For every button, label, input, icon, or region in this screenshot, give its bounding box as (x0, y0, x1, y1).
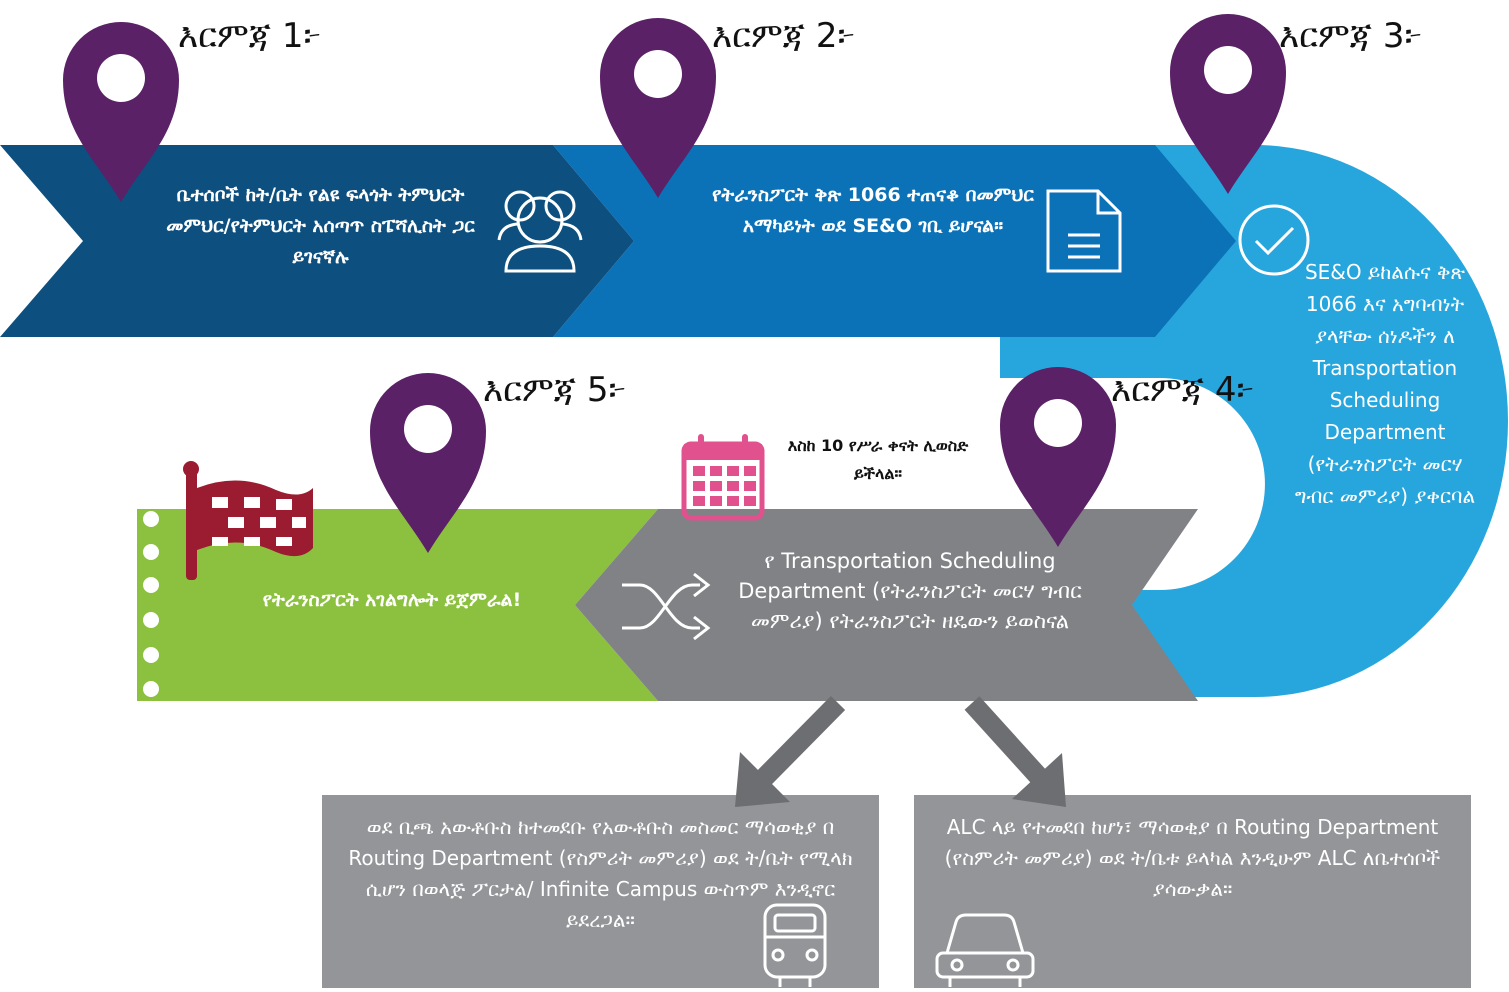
timeframe-text: እስከ 10 የሥራ ቀናት ሊወስድ ይችላል። (787, 436, 969, 483)
step5-band (137, 509, 658, 701)
step4-band (575, 509, 1198, 701)
step2-text: የትራንስፖርት ቅጽ 1066 ተጠናቆ በመምህር አማካይነት ወደ SE… (712, 184, 1034, 237)
flag-icon (183, 461, 313, 580)
checkmark-circle-icon (1238, 204, 1310, 276)
map-pin-icon (1170, 14, 1286, 194)
outcome-car-text: ALC ላይ የተመደበ ከሆነ፣ ማሳወቂያ በ Routing Depart… (944, 815, 1441, 901)
map-pin-icon (63, 22, 179, 202)
step5-text: የትራንስፖርት አገልግሎት ይጀምራል! (262, 589, 522, 611)
bus-icon (763, 903, 827, 987)
calendar-icon (681, 434, 765, 521)
step4-label: እርምጃ 4፦ (1111, 370, 1255, 410)
outcome-box-bus (322, 795, 879, 988)
step1-band (0, 145, 634, 337)
map-pin-icon (1000, 367, 1116, 547)
map-pin-icon (370, 373, 486, 553)
step5-label: እርምጃ 5፦ (483, 370, 627, 410)
arrow-to-car-outcome (964, 696, 1066, 807)
outcome-box-car (914, 795, 1471, 988)
outcome-bus-text: ወደ ቢጫ አውቶቡስ ከተመደቡ የአውቶቡስ መስመር ማሳወቂያ በ Ro… (348, 815, 853, 932)
map-pin-icon (600, 18, 716, 198)
arrow-to-bus-outcome (735, 695, 846, 807)
step2-label: እርምጃ 2፦ (712, 16, 856, 56)
notebook-holes (143, 511, 159, 697)
step1-label: እርምጃ 1፦ (178, 16, 322, 56)
step1-text: ቤተሰቦች ከት/ቤት የልዩ ፍላጎት ትምህርት መምህር/የትምህርት አ… (166, 184, 475, 268)
shuffle-icon (622, 572, 711, 641)
step3-label: እርምጃ 3፦ (1279, 16, 1423, 56)
step2-band (553, 145, 1236, 337)
car-icon (935, 913, 1035, 987)
document-icon (1046, 189, 1122, 273)
step4-text: የ Transportation Scheduling Department (… (738, 549, 1082, 633)
group-people-icon (497, 190, 583, 273)
step3-text: SE&O ይከልሱና ቅጽ 1066 እና አግባብነት ያላቸው ሰነዶችን … (1294, 260, 1476, 508)
